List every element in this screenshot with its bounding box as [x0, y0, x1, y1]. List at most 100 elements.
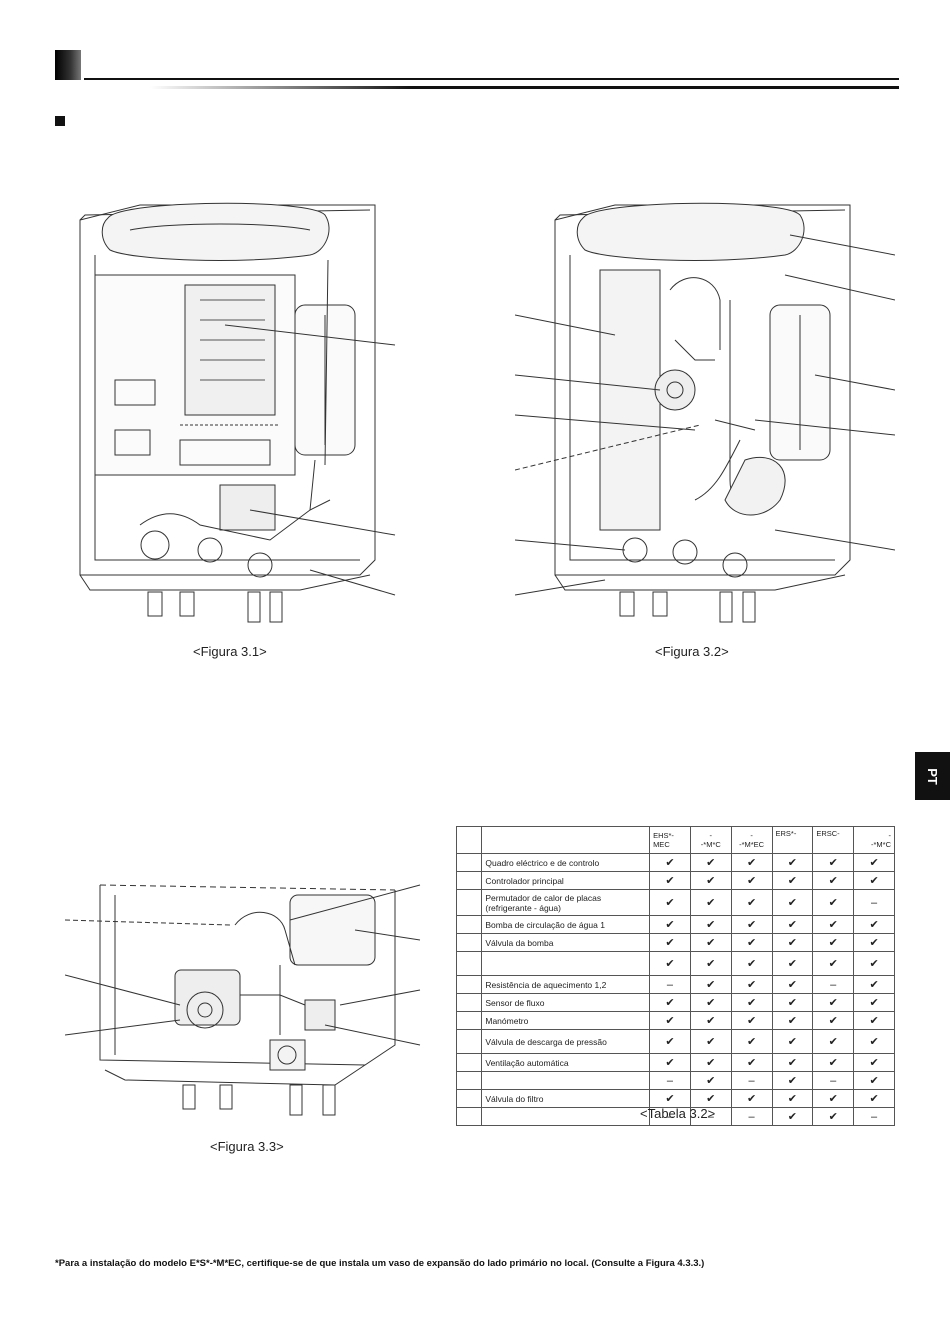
- table-cell-availability: –: [730, 1107, 773, 1126]
- header-rule-gradient: [150, 86, 899, 89]
- table-cell-availability: ✔: [812, 871, 855, 890]
- figure-3-2-caption: <Figura 3.2>: [655, 644, 729, 659]
- table-cell-component: Manómetro: [481, 1011, 651, 1030]
- table-3-2-caption: <Tabela 3.2>: [640, 1106, 716, 1121]
- table-cell-component: [481, 951, 651, 976]
- table-cell-availability: ✔: [689, 1011, 732, 1030]
- table-cell-availability: ✔: [730, 951, 773, 976]
- table-cell-availability: ✔: [649, 853, 691, 872]
- table-row: Válvula do filtro✔✔✔✔✔✔: [455, 1089, 895, 1108]
- table-cell-component: Bomba de circulação de água 1: [481, 915, 651, 934]
- table-cell-availability: ✔: [812, 1089, 855, 1108]
- table-cell-availability: ✔: [730, 1029, 773, 1054]
- table-row: Manómetro✔✔✔✔✔✔: [455, 1011, 895, 1030]
- table-cell-availability: ✔: [812, 951, 855, 976]
- table-header-cell: ERS*-: [771, 826, 814, 854]
- table-row: –––✔✔–: [455, 1107, 895, 1126]
- table-row: ✔✔✔✔✔✔: [455, 951, 895, 976]
- table-row: Bomba de circulação de água 1✔✔✔✔✔✔: [455, 915, 895, 934]
- table-row: Resistência de aquecimento 1,2–✔✔✔–✔: [455, 975, 895, 994]
- table-cell-availability: –: [730, 1071, 773, 1090]
- table-cell-component: Válvula de descarga de pressão: [481, 1029, 651, 1054]
- table-cell-component: Resistência de aquecimento 1,2: [481, 975, 651, 994]
- table-cell-number: [455, 993, 483, 1012]
- table-cell-availability: ✔: [730, 853, 773, 872]
- table-cell-availability: ✔: [812, 1053, 855, 1072]
- table-cell-number: [455, 1071, 483, 1090]
- table-header-cell: [455, 826, 483, 854]
- table-cell-availability: ✔: [649, 1029, 691, 1054]
- table-cell-number: [455, 975, 483, 994]
- table-cell-availability: ✔: [771, 853, 814, 872]
- table-cell-availability: ✔: [730, 1053, 773, 1072]
- figure-3-1-caption: <Figura 3.1>: [193, 644, 267, 659]
- table-cell-availability: ✔: [812, 993, 855, 1012]
- table-header-cell: - -*M*EC: [730, 826, 773, 854]
- table-cell-availability: ✔: [649, 915, 691, 934]
- table-cell-availability: ✔: [730, 889, 773, 916]
- table-cell-availability: ✔: [812, 853, 855, 872]
- table-cell-availability: ✔: [730, 1011, 773, 1030]
- table-cell-availability: ✔: [771, 933, 814, 952]
- header-rule: [84, 78, 899, 80]
- table-cell-availability: ✔: [730, 1089, 773, 1108]
- table-cell-number: [455, 889, 483, 916]
- table-cell-availability: ✔: [689, 951, 732, 976]
- figure-3-2: [515, 180, 895, 640]
- table-header-cell: ERSC-: [812, 826, 855, 854]
- table-cell-availability: ✔: [771, 1107, 814, 1126]
- table-cell-component: Ventilação automática: [481, 1053, 651, 1072]
- table-header-cell: EHS*-MEC: [649, 826, 691, 854]
- table-cell-availability: ✔: [853, 993, 895, 1012]
- table-cell-number: [455, 915, 483, 934]
- table-row: Quadro eléctrico e de controlo✔✔✔✔✔✔: [455, 853, 895, 872]
- table-cell-availability: ✔: [812, 1107, 855, 1126]
- table-cell-availability: ✔: [853, 871, 895, 890]
- table-cell-availability: ✔: [649, 1011, 691, 1030]
- table-cell-availability: ✔: [771, 889, 814, 916]
- table-cell-availability: –: [812, 975, 855, 994]
- table-cell-number: [455, 933, 483, 952]
- table-cell-availability: ✔: [689, 933, 732, 952]
- table-cell-component: Sensor de fluxo: [481, 993, 651, 1012]
- table-cell-availability: ✔: [812, 915, 855, 934]
- table-row: Válvula da bomba✔✔✔✔✔✔: [455, 933, 895, 952]
- table-cell-component: [481, 1107, 651, 1126]
- table-cell-availability: ✔: [853, 975, 895, 994]
- table-cell-availability: ✔: [812, 889, 855, 916]
- table-cell-availability: ✔: [649, 933, 691, 952]
- table-cell-availability: ✔: [689, 1089, 732, 1108]
- table-cell-availability: ✔: [689, 889, 732, 916]
- table-cell-availability: ✔: [649, 1053, 691, 1072]
- table-cell-availability: ✔: [853, 951, 895, 976]
- language-tab: PT: [915, 752, 950, 800]
- table-cell-availability: ✔: [771, 1089, 814, 1108]
- table-cell-availability: ✔: [812, 1011, 855, 1030]
- table-cell-availability: ✔: [689, 1071, 732, 1090]
- table-cell-component: Controlador principal: [481, 871, 651, 890]
- table-row: Controlador principal✔✔✔✔✔✔: [455, 871, 895, 890]
- table-cell-availability: ✔: [771, 871, 814, 890]
- table-cell-availability: –: [853, 889, 895, 916]
- table-cell-availability: ✔: [771, 1011, 814, 1030]
- table-row: Sensor de fluxo✔✔✔✔✔✔: [455, 993, 895, 1012]
- table-row: Ventilação automática✔✔✔✔✔✔: [455, 1053, 895, 1072]
- table-cell-number: [455, 1089, 483, 1108]
- table-cell-availability: ✔: [730, 993, 773, 1012]
- table-cell-availability: ✔: [853, 933, 895, 952]
- table-cell-availability: ✔: [853, 853, 895, 872]
- table-cell-availability: ✔: [730, 915, 773, 934]
- table-cell-availability: ✔: [689, 871, 732, 890]
- table-cell-availability: ✔: [689, 1029, 732, 1054]
- table-cell-availability: ✔: [812, 1029, 855, 1054]
- table-cell-availability: ✔: [771, 1029, 814, 1054]
- components-table: EHS*-MEC - -*M*C - -*M*EC ERS*- ERSC- - …: [455, 826, 895, 1126]
- table-cell-availability: ✔: [689, 853, 732, 872]
- table-cell-component: Quadro eléctrico e de controlo: [481, 853, 651, 872]
- table-row: –✔–✔–✔: [455, 1071, 895, 1090]
- table-cell-availability: –: [649, 975, 691, 994]
- table-cell-availability: ✔: [771, 993, 814, 1012]
- table-cell-component: Válvula do filtro: [481, 1089, 651, 1108]
- table-cell-availability: ✔: [649, 993, 691, 1012]
- table-cell-number: [455, 871, 483, 890]
